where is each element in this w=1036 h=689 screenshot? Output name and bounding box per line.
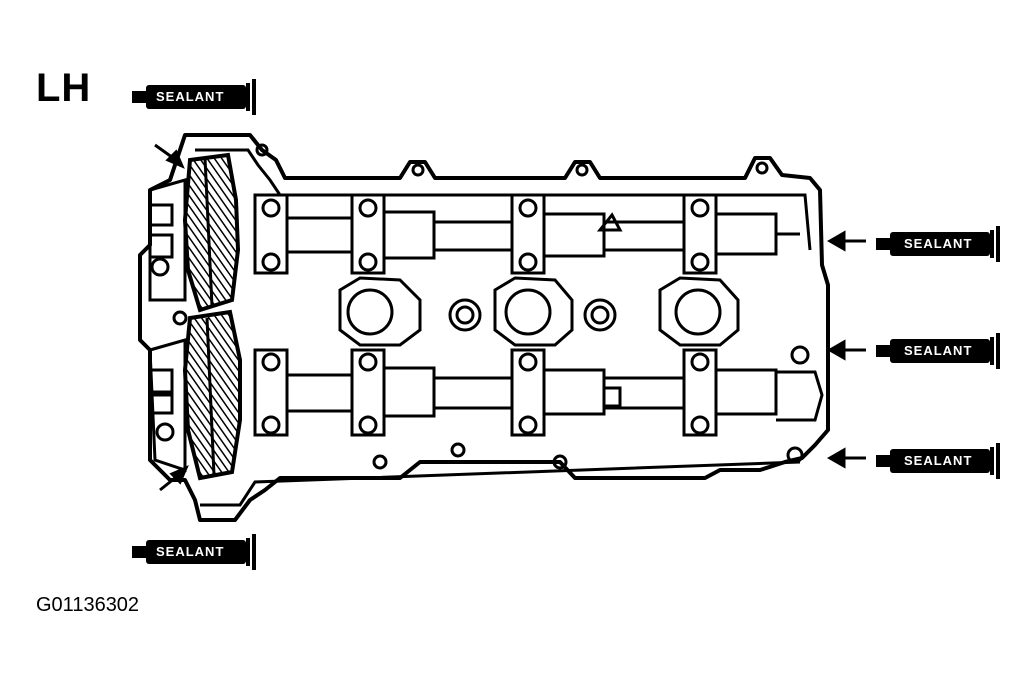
sealant-arrows [154, 143, 866, 492]
sealant-callout-right-lower: SEALANT [876, 443, 1000, 479]
upper-camshaft [285, 210, 800, 260]
lower-camshaft [285, 366, 824, 422]
sealant-label: SEALANT [156, 89, 225, 104]
sealant-callout-top-left: SEALANT [132, 79, 256, 115]
bearing-caps-upper [253, 193, 718, 275]
sealant-tube-icon [876, 226, 1000, 262]
sealant-label: SEALANT [156, 544, 225, 559]
cylinder-head-outline [138, 133, 830, 522]
sealant-callout-right-upper: SEALANT [876, 226, 1000, 262]
sealant-callout-bottom-left: SEALANT [132, 534, 256, 570]
sealant-tube-icon [132, 79, 256, 115]
sealant-tube-icon [132, 534, 256, 570]
sealant-label: SEALANT [904, 236, 973, 251]
side-label: LH [36, 66, 92, 110]
sealant-tube-icon [876, 443, 1000, 479]
upper-cam-gear [182, 152, 241, 313]
sealant-label: SEALANT [904, 343, 973, 358]
bearing-caps-lower [253, 348, 718, 437]
sealant-label: SEALANT [904, 453, 973, 468]
sealant-callout-right-middle: SEALANT [876, 333, 1000, 369]
spark-plug-bosses [338, 276, 740, 347]
figure-code: G01136302 [36, 594, 140, 616]
lower-cam-gear [182, 309, 242, 481]
head-bolt-holes [255, 143, 810, 470]
sealant-tube-icon [876, 333, 1000, 369]
